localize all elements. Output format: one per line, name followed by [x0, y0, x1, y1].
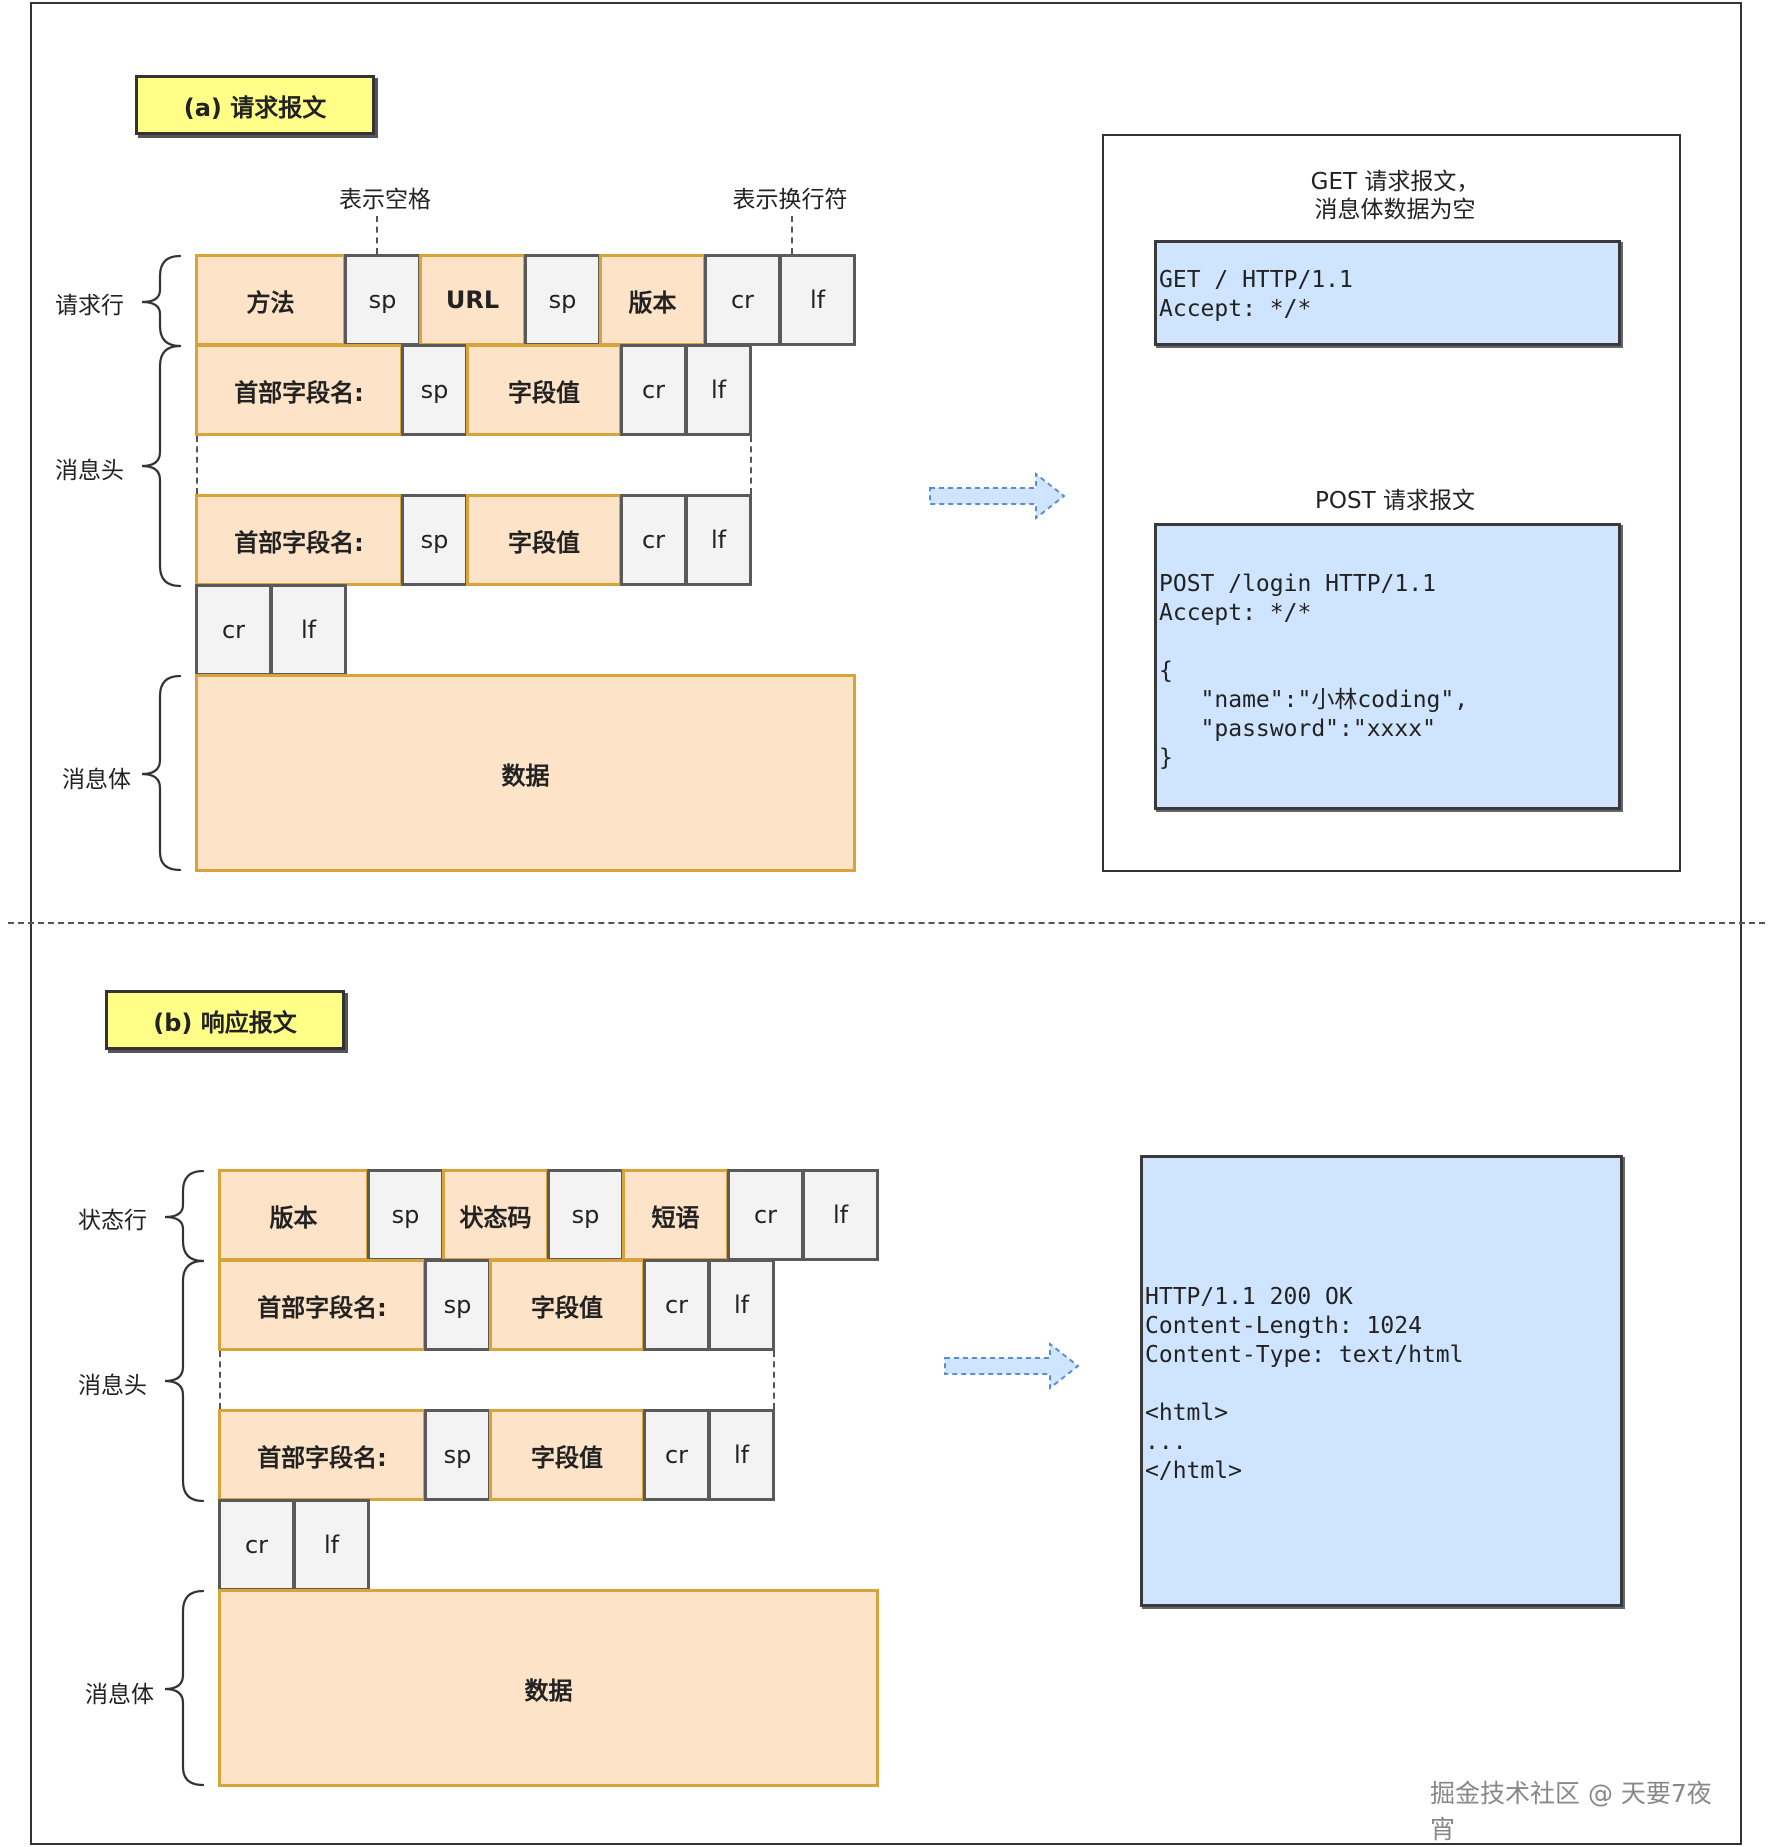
cell-version: 版本 — [218, 1169, 369, 1261]
cell-url: URL — [419, 254, 526, 346]
note-newline: 表示换行符 — [732, 187, 848, 213]
arrow-request — [929, 471, 1066, 521]
cell-lf: lf — [685, 344, 752, 436]
post-caption: POST 请求报文 — [1315, 488, 1475, 514]
bracket-request-headers — [141, 344, 182, 588]
cell-header-name: 首部字段名: — [218, 1409, 426, 1501]
cell-sp: sp — [344, 254, 421, 346]
request-title: (a) 请求报文 — [135, 75, 375, 135]
cell-cr: cr — [195, 584, 272, 676]
bracket-response-body — [164, 1589, 205, 1787]
bracket-request-body — [141, 674, 182, 872]
bracket-response-headers — [164, 1259, 205, 1503]
cell-lf: lf — [708, 1259, 775, 1351]
cell-lf: lf — [708, 1409, 775, 1501]
label-request-headers: 消息头 — [55, 458, 124, 484]
header-ellipsis-left — [196, 436, 198, 494]
cell-lf: lf — [802, 1169, 879, 1261]
cell-lf: lf — [270, 584, 347, 676]
cell-body-data: 数据 — [218, 1589, 879, 1787]
get-example-code: GET / HTTP/1.1 Accept: */* — [1154, 240, 1621, 346]
cell-sp: sp — [367, 1169, 444, 1261]
cell-sp: sp — [401, 494, 468, 586]
cell-version: 版本 — [599, 254, 706, 346]
response-title: (b) 响应报文 — [105, 990, 345, 1050]
post-example-code: POST /login HTTP/1.1 Accept: */* { "name… — [1154, 523, 1621, 810]
label-request-body: 消息体 — [62, 767, 131, 793]
cell-body-data: 数据 — [195, 674, 856, 872]
cell-cr: cr — [620, 344, 687, 436]
cell-sp: sp — [547, 1169, 624, 1261]
label-response-body: 消息体 — [85, 1682, 154, 1708]
label-request-line: 请求行 — [55, 293, 124, 319]
cell-reason-phrase: 短语 — [622, 1169, 729, 1261]
arrow-response — [944, 1341, 1080, 1391]
cell-lf: lf — [779, 254, 856, 346]
cell-lf: lf — [293, 1499, 370, 1591]
response-example-code: HTTP/1.1 200 OK Content-Length: 1024 Con… — [1140, 1155, 1623, 1607]
cell-sp: sp — [424, 1259, 491, 1351]
get-caption: GET 请求报文， 消息体数据为空 — [1310, 169, 1480, 223]
cell-method: 方法 — [195, 254, 346, 346]
note-space-pointer — [376, 216, 378, 254]
section-divider — [8, 922, 1765, 924]
request-examples-panel — [1102, 134, 1681, 872]
label-response-headers: 消息头 — [78, 1373, 147, 1399]
bracket-status-line — [164, 1169, 205, 1263]
cell-cr: cr — [643, 1259, 710, 1351]
header-ellipsis-right — [750, 436, 752, 494]
header-ellipsis-left — [219, 1351, 221, 1409]
cell-cr: cr — [620, 494, 687, 586]
header-ellipsis-right — [773, 1351, 775, 1409]
cell-lf: lf — [685, 494, 752, 586]
cell-header-value: 字段值 — [466, 344, 622, 436]
watermark: 掘金技术社区 @ 天要7夜宵 — [1430, 1779, 1712, 1844]
note-newline-pointer — [791, 216, 793, 254]
cell-header-value: 字段值 — [489, 1409, 645, 1501]
bracket-request-line — [141, 254, 182, 348]
note-space: 表示空格 — [339, 187, 431, 213]
label-status-line: 状态行 — [78, 1208, 147, 1234]
cell-header-value: 字段值 — [466, 494, 622, 586]
